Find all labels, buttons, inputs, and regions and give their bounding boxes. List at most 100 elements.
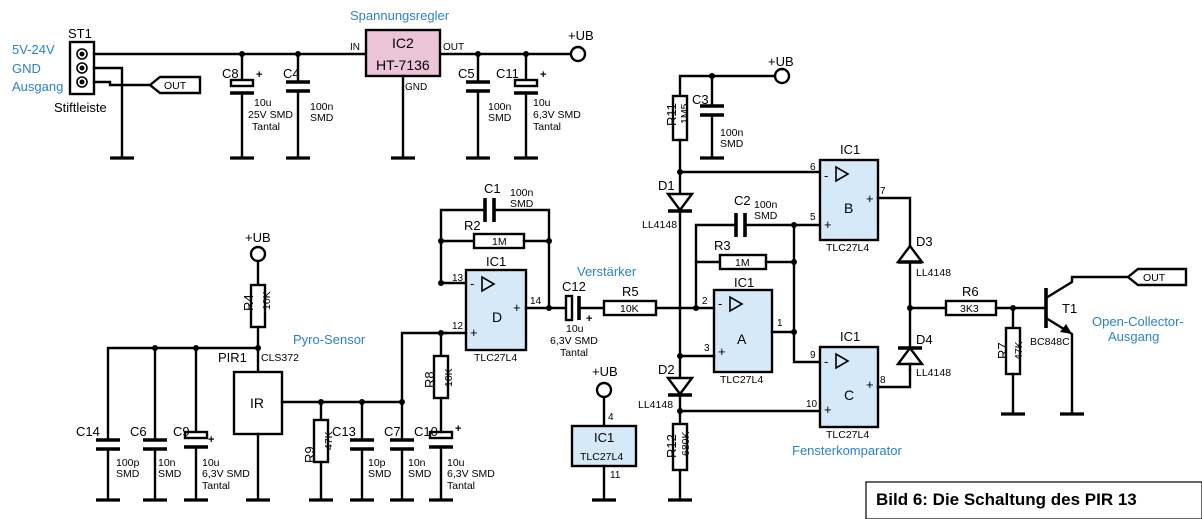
svg-text:LL4148: LL4148 <box>916 267 951 279</box>
ub-terminal-top <box>569 45 587 63</box>
svg-text:+UB: +UB <box>245 230 271 245</box>
svg-text:Tantal: Tantal <box>447 480 475 492</box>
ub-terminal-ref <box>773 67 791 85</box>
c4-name: C4 <box>283 66 300 81</box>
svg-text:12: 12 <box>452 321 464 332</box>
c8-name: C8 <box>222 66 239 81</box>
svg-text:C10: C10 <box>414 424 438 439</box>
power-input-label-2: GND <box>12 61 41 76</box>
st1-label: ST1 <box>68 26 92 41</box>
pyro-sensor-section: +UB 10K R4 Pyro-Sensor CLS372 PIR1 IR C1… <box>76 230 495 502</box>
svg-text:4: 4 <box>608 412 614 423</box>
svg-text:SMD: SMD <box>510 198 534 210</box>
svg-text:25V SMD: 25V SMD <box>248 109 293 121</box>
svg-text:CLS372: CLS372 <box>261 352 299 364</box>
svg-text:10u: 10u <box>254 97 272 109</box>
out-tag <box>148 75 202 95</box>
svg-text:R6: R6 <box>962 284 979 299</box>
svg-text:-: - <box>824 168 828 183</box>
svg-text:IC1: IC1 <box>840 142 860 157</box>
svg-text:1M: 1M <box>735 257 750 269</box>
svg-text:2: 2 <box>702 296 708 307</box>
out-tag-label: OUT <box>164 80 187 92</box>
svg-text:10u: 10u <box>447 457 465 469</box>
svg-text:D1: D1 <box>658 178 675 193</box>
svg-text:10p: 10p <box>368 457 386 469</box>
svg-text:SMD: SMD <box>368 468 392 480</box>
svg-text:10K: 10K <box>261 291 273 310</box>
reference-divider: +UB C3 100n SMD 1M5 R11 D1 LL4148 D2 LL4… <box>638 54 822 502</box>
svg-text:IN: IN <box>350 42 360 53</box>
open-collector-label-2: Ausgang <box>1108 329 1159 344</box>
ic1-power-block: +UB 4 IC1 TLC27L4 11 <box>570 364 638 502</box>
svg-text:C13: C13 <box>332 424 356 439</box>
svg-text:OUT: OUT <box>443 42 464 53</box>
svg-text:R8: R8 <box>422 371 437 388</box>
svg-text:10u: 10u <box>202 457 220 469</box>
svg-text:13: 13 <box>452 273 464 284</box>
svg-text:1M5: 1M5 <box>679 103 691 124</box>
svg-text:SMD: SMD <box>720 138 744 150</box>
svg-text:TLC27L4: TLC27L4 <box>826 429 869 441</box>
fensterkomparator-label: Fensterkomparator <box>792 443 902 458</box>
svg-text:C6: C6 <box>130 424 147 439</box>
svg-text:TLC27L4: TLC27L4 <box>580 451 623 463</box>
svg-text:+: + <box>208 434 214 446</box>
svg-text:+: + <box>866 377 874 392</box>
svg-text:-: - <box>824 354 828 369</box>
svg-text:1M: 1M <box>492 236 507 248</box>
svg-text:SMD: SMD <box>310 112 334 124</box>
svg-text:-: - <box>718 296 722 311</box>
svg-text:-: - <box>470 276 474 291</box>
st1-pin-1 <box>76 48 88 60</box>
svg-text:SMD: SMD <box>408 468 432 480</box>
svg-text:Tantal: Tantal <box>560 347 588 359</box>
svg-text:+: + <box>866 191 874 206</box>
svg-text:D: D <box>492 309 502 325</box>
open-collector-label-1: Open-Collector- <box>1092 314 1184 329</box>
svg-text:A: A <box>737 331 747 347</box>
opamp-d-stage: C1 100n SMD 1M R2 D - + + 13 12 14 IC1 T… <box>422 181 552 434</box>
svg-text:+UB: +UB <box>568 28 594 43</box>
svg-text:10n: 10n <box>158 457 176 469</box>
svg-text:SMD: SMD <box>158 468 182 480</box>
opamp-a-stage: 1M R3 A - + 2 3 1 IC1 TLC27L4 <box>678 238 797 386</box>
caption-box <box>865 481 1202 519</box>
svg-text:PIR1: PIR1 <box>218 350 247 365</box>
svg-text:C7: C7 <box>384 424 401 439</box>
svg-text:100n: 100n <box>510 187 534 199</box>
power-input-label-1: 5V-24V <box>12 42 55 57</box>
svg-text:TLC27L4: TLC27L4 <box>720 374 763 386</box>
svg-text:Tantal: Tantal <box>252 121 280 133</box>
svg-text:C12: C12 <box>562 279 586 294</box>
svg-text:IC1: IC1 <box>486 254 506 269</box>
svg-text:C: C <box>844 387 854 403</box>
svg-text:LL4148: LL4148 <box>916 367 951 379</box>
svg-text:100p: 100p <box>116 457 140 469</box>
svg-text:9: 9 <box>810 350 816 361</box>
svg-text:10K: 10K <box>443 368 455 387</box>
power-input-label-3: Ausgang <box>12 79 63 94</box>
opamp-a <box>712 288 774 374</box>
svg-text:D3: D3 <box>916 234 933 249</box>
svg-text:100n: 100n <box>754 199 778 211</box>
amplifier-coupling: + C12 Verstärker 10u 6,3V SMD Tantal 10K… <box>547 264 716 359</box>
st1-pin-3 <box>76 76 88 88</box>
svg-text:6,3V SMD: 6,3V SMD <box>447 468 495 480</box>
svg-text:IR: IR <box>250 395 264 411</box>
ic1-power-pins <box>570 424 638 468</box>
svg-text:+UB: +UB <box>592 364 618 379</box>
svg-text:GND: GND <box>405 82 427 93</box>
svg-text:BC848C: BC848C <box>1030 336 1070 348</box>
svg-text:R3: R3 <box>714 238 731 253</box>
svg-text:D4: D4 <box>916 332 933 347</box>
svg-text:R5: R5 <box>622 284 639 299</box>
svg-text:SMD: SMD <box>116 468 140 480</box>
ic2-name: IC2 <box>392 35 414 51</box>
svg-text:47K: 47K <box>1013 341 1025 360</box>
svg-text:3K3: 3K3 <box>960 303 979 315</box>
svg-text:R9: R9 <box>302 446 317 463</box>
svg-text:C2: C2 <box>734 193 751 208</box>
svg-text:1: 1 <box>777 318 783 329</box>
